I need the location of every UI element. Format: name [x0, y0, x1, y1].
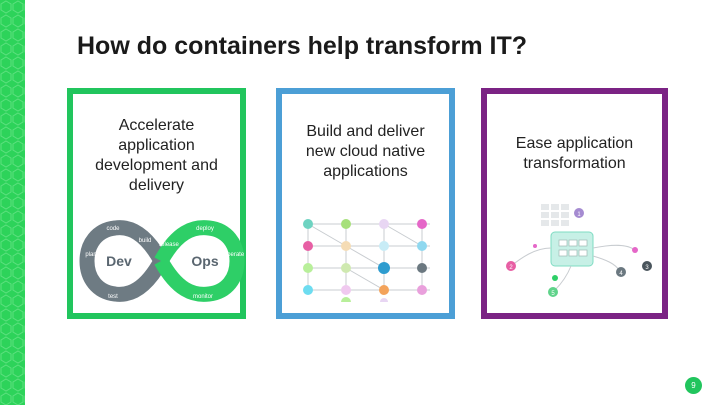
step-number-3: 3: [645, 265, 649, 271]
step-number-4: 4: [619, 271, 623, 277]
app-transformation-diagram: 1 2 3 4 5: [506, 204, 652, 297]
step-number-2: 2: [509, 265, 513, 271]
step-release: release: [159, 242, 179, 248]
dev-label: Dev: [106, 253, 132, 269]
page-number-badge: 9: [685, 377, 702, 394]
step-deploy: deploy: [196, 226, 214, 232]
step-plan: plan: [85, 252, 96, 258]
card-app-transformation: Ease application transformation 1 2 3 4: [481, 88, 668, 319]
ops-label: Ops: [191, 253, 218, 269]
step-code: code: [106, 226, 120, 232]
card-text: Build and deliver new cloud native appli…: [305, 123, 426, 180]
card-accelerate-delivery: Accelerate application development and d…: [67, 88, 246, 319]
cloud-native-network-diagram: [303, 219, 430, 302]
decorative-hex-strip: [0, 0, 25, 405]
step-number-5: 5: [551, 291, 555, 297]
card-text: Ease application transformation: [515, 135, 634, 172]
step-number-1: 1: [577, 212, 581, 218]
step-test: test: [108, 294, 118, 300]
card-text: Accelerate application development and d…: [95, 117, 218, 194]
page-title: How do containers help transform IT?: [77, 32, 528, 60]
devops-infinity-diagram: Dev Ops plan code build test release dep…: [79, 220, 245, 302]
step-operate: operate: [224, 252, 245, 258]
step-build: build: [139, 238, 152, 244]
card-cloud-native: Build and deliver new cloud native appli…: [276, 88, 455, 319]
step-monitor: monitor: [193, 294, 213, 300]
